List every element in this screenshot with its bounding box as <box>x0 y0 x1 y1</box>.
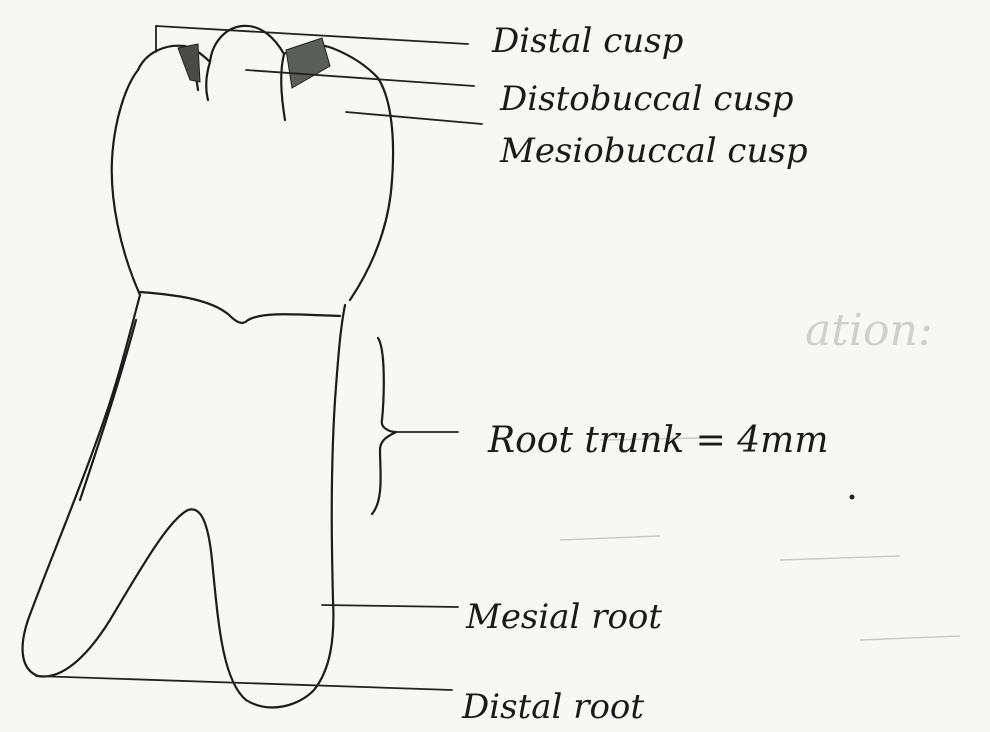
cervical-line <box>140 292 340 323</box>
label-distal-cusp: Distal cusp <box>491 21 683 61</box>
label-distal-root: Distal root <box>461 687 644 727</box>
mesiobuccal-cusp-leader <box>346 112 482 124</box>
show-through-text: ation: <box>805 305 933 356</box>
distal-fissure-shading <box>178 44 200 82</box>
label-mesial-root: Mesial root <box>465 597 662 637</box>
root-trunk-brace <box>372 338 396 514</box>
mesial-fissure-shading <box>286 38 330 88</box>
distal-root-leader <box>36 676 452 690</box>
label-mesiobuccal-cusp: Mesiobuccal cusp <box>499 131 808 171</box>
label-distobuccal-cusp: Distobuccal cusp <box>499 79 794 119</box>
cusp-groove-distobuccal <box>206 62 210 100</box>
label-root-trunk: Root trunk = 4mm <box>487 420 828 461</box>
show-through-marks: ation: <box>560 305 960 640</box>
ink-dot <box>850 495 855 500</box>
cusp-groove-mesiobuccal <box>281 54 285 120</box>
mesial-root-leader <box>322 605 458 607</box>
crown-outline <box>112 26 393 300</box>
root-outline <box>23 295 345 707</box>
